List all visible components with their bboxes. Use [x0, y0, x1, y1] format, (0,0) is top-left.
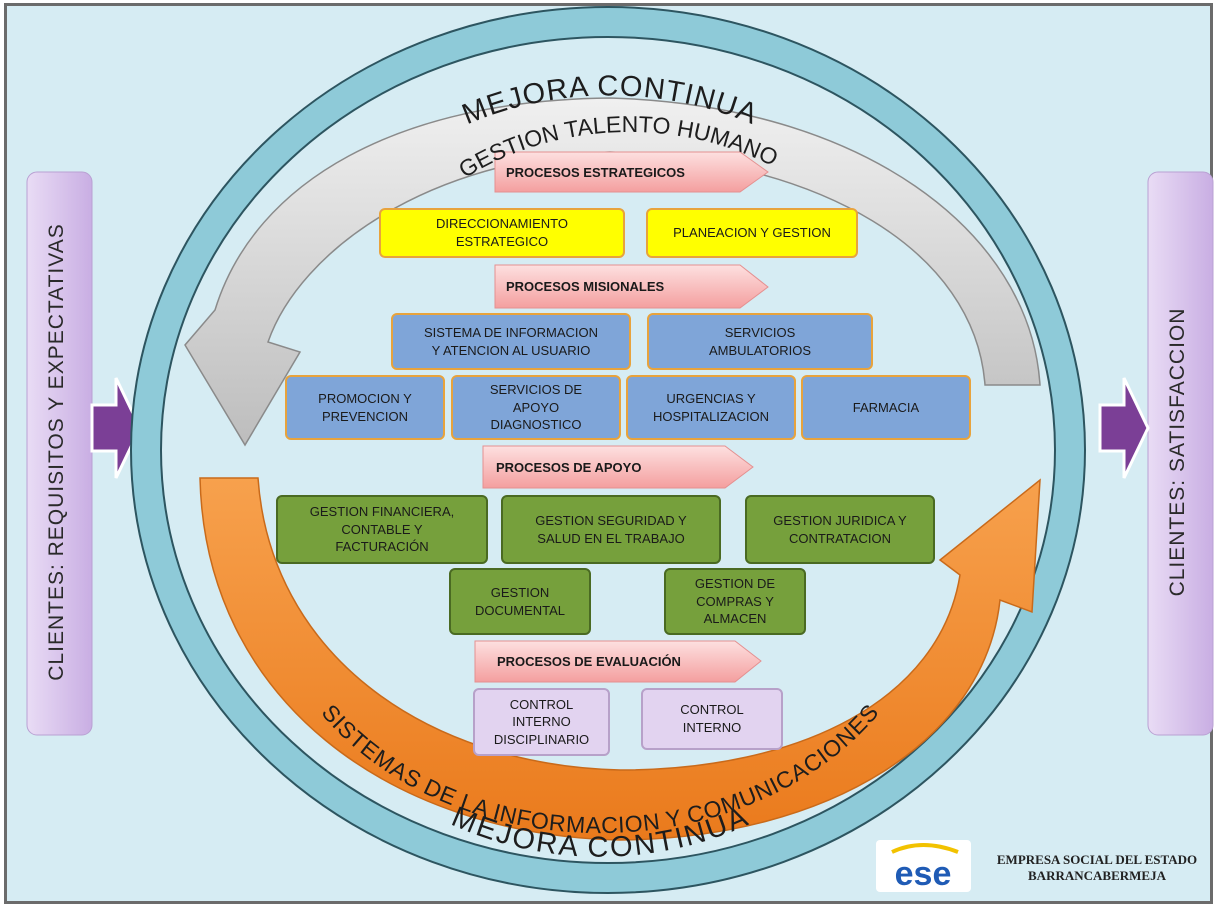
apoyo-arrow [482, 445, 754, 489]
right-client-panel [1147, 171, 1214, 736]
logo-badge [876, 840, 971, 892]
left-client-panel [26, 171, 93, 736]
direccionamiento-estrategico-box: DIRECCIONAMIENTO ESTRATEGICO [379, 208, 625, 258]
sistema-informacion-box: SISTEMA DE INFORMACION Y ATENCION AL USU… [391, 313, 631, 370]
clientes-satisfaccion-label: CLIENTES: SATISFACCION [1166, 307, 1189, 597]
logo-mark: ese [895, 855, 952, 893]
servicios-apoyo-diagnostico-box: SERVICIOS DE APOYO DIAGNOSTICO [451, 375, 621, 440]
misionales-arrow [494, 264, 769, 309]
ring-outline-inner [160, 36, 1056, 864]
output-arrow-icon [1098, 377, 1150, 479]
logo-line1: EMPRESA SOCIAL DEL ESTADO [996, 852, 1198, 867]
control-interno-disciplinario-box: CONTROL INTERNO DISCIPLINARIO [473, 688, 610, 756]
procesos-misionales-label: PROCESOS MISIONALES [506, 279, 665, 294]
sistemas-informacion-arrow [199, 477, 1041, 841]
control-interno-box: CONTROL INTERNO [641, 688, 783, 750]
logo-swoosh-icon [891, 843, 959, 854]
servicios-ambulatorios-box: SERVICIOS AMBULATORIOS [647, 313, 873, 370]
farmacia-box: FARMACIA [801, 375, 971, 440]
clientes-requisitos-label: CLIENTES: REQUISITOS Y EXPECTATIVAS [45, 223, 68, 681]
gestion-documental-box: GESTION DOCUMENTAL [449, 568, 591, 635]
gestion-compras-box: GESTION DE COMPRAS Y ALMACEN [664, 568, 806, 635]
logo-text: EMPRESA SOCIAL DEL ESTADO BARRANCABERMEJ… [978, 852, 1216, 885]
gestion-talento-arrow [184, 97, 1041, 447]
ring-outline-outer [130, 6, 1086, 894]
evaluacion-arrow [474, 640, 762, 683]
procesos-estrategicos-label: PROCESOS ESTRATEGICOS [506, 164, 685, 180]
gestion-seguridad-box: GESTION SEGURIDAD Y SALUD EN EL TRABAJO [501, 495, 721, 564]
logo-line2: BARRANCABERMEJA [1028, 868, 1166, 884]
gestion-juridica-box: GESTION JURIDICA Y CONTRATACION [745, 495, 935, 564]
promocion-prevencion-box: PROMOCION Y PREVENCION [285, 375, 445, 440]
estrategicos-arrow [494, 151, 769, 193]
procesos-apoyo-label: PROCESOS DE APOYO [496, 459, 642, 475]
procesos-evaluacion-label: PROCESOS DE EVALUACIÓN [497, 654, 681, 669]
mejora-continua-ring [131, 7, 1085, 893]
gestion-financiera-box: GESTION FINANCIERA, CONTABLE Y FACTURACI… [276, 495, 488, 564]
planeacion-gestion-box: PLANEACION Y GESTION [646, 208, 858, 258]
urgencias-hospitalizacion-box: URGENCIAS Y HOSPITALIZACION [626, 375, 796, 440]
input-arrow-icon [90, 377, 142, 479]
